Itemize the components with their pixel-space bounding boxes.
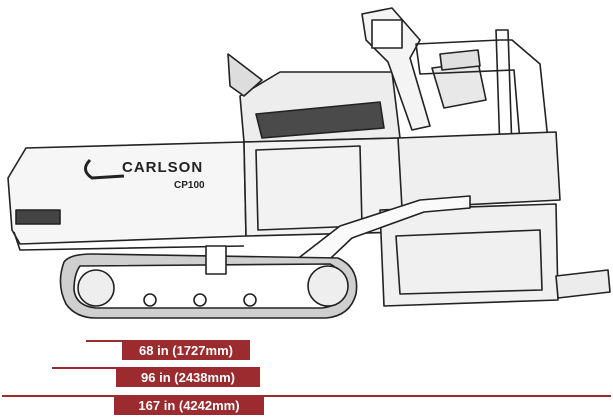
hood-flap — [227, 53, 263, 97]
operator-deck — [397, 131, 561, 209]
track-frame-bracket — [205, 245, 227, 275]
brand-swoosh — [84, 158, 125, 180]
screed-detail — [395, 229, 543, 295]
dimension-label-96: 96 in (2438mm) — [116, 368, 260, 387]
hopper-body — [7, 141, 247, 245]
screed-extension — [555, 269, 611, 299]
track-idler-front — [77, 269, 115, 307]
screed-frame — [379, 203, 559, 307]
hopper-lower — [13, 231, 245, 251]
model-label: CP100 — [174, 180, 205, 191]
brand-logo: CARLSON — [122, 159, 203, 176]
track-drive-rear — [307, 265, 349, 307]
dimension-line-167 — [2, 395, 611, 397]
track-roller-2 — [193, 293, 207, 307]
track-roller-1 — [143, 293, 157, 307]
dimension-label-68: 68 in (1727mm) — [122, 341, 250, 360]
dimension-label-167: 167 in (4242mm) — [114, 396, 264, 415]
hopper-vent — [15, 209, 61, 225]
control-panel — [371, 19, 403, 49]
track-roller-3 — [243, 293, 257, 307]
seat-back — [439, 49, 481, 71]
engine-grille — [255, 101, 385, 139]
